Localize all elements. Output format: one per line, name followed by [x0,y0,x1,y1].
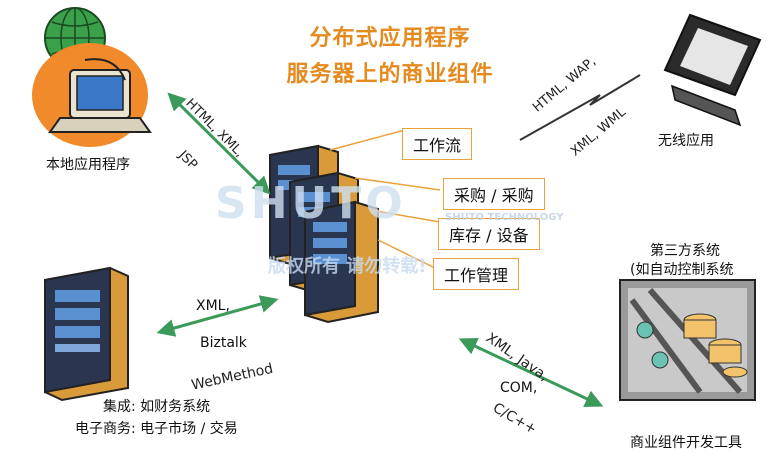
third-party-title-2: (如自动控制系统 [630,262,734,278]
finance-server-icon [44,266,129,402]
third-party-protocol-2: COM, [500,380,538,396]
title-line-2: 服务器上的商业组件 [286,62,494,87]
third-party-title-1: 第三方系统 [650,243,720,259]
finance-label-1: 集成: 如财务系统 [103,399,211,415]
third-party-system-icon [619,279,756,401]
laptop-icon [663,13,762,127]
arrow-finance [156,295,279,337]
wireless-label: 无线应用 [658,133,714,149]
wireless-bolt [519,74,641,141]
local-app-label: 本地应用程序 [46,157,130,173]
finance-protocol-2: Biztalk [200,335,247,351]
finance-protocol-1: XML, [196,298,230,314]
component-workflow: 工作流 [402,128,473,160]
arrow-local [167,92,271,195]
arrow-third-party [458,337,604,408]
central-server-cluster [269,144,379,324]
component-procurement: 采购 / 采购 [443,178,545,210]
title-line-1: 分布式应用程序 [309,26,471,51]
component-connectors [329,129,441,269]
third-party-label: 商业组件开发工具 [630,435,742,451]
local-computer-icon [32,43,152,147]
diagram-title: 分布式应用程序 服务器上的商业组件 [260,20,520,88]
finance-label-2: 电子商务: 电子市场 / 交易 [75,421,238,437]
component-inventory: 库存 / 设备 [438,218,540,250]
component-work-management: 工作管理 [433,258,520,290]
